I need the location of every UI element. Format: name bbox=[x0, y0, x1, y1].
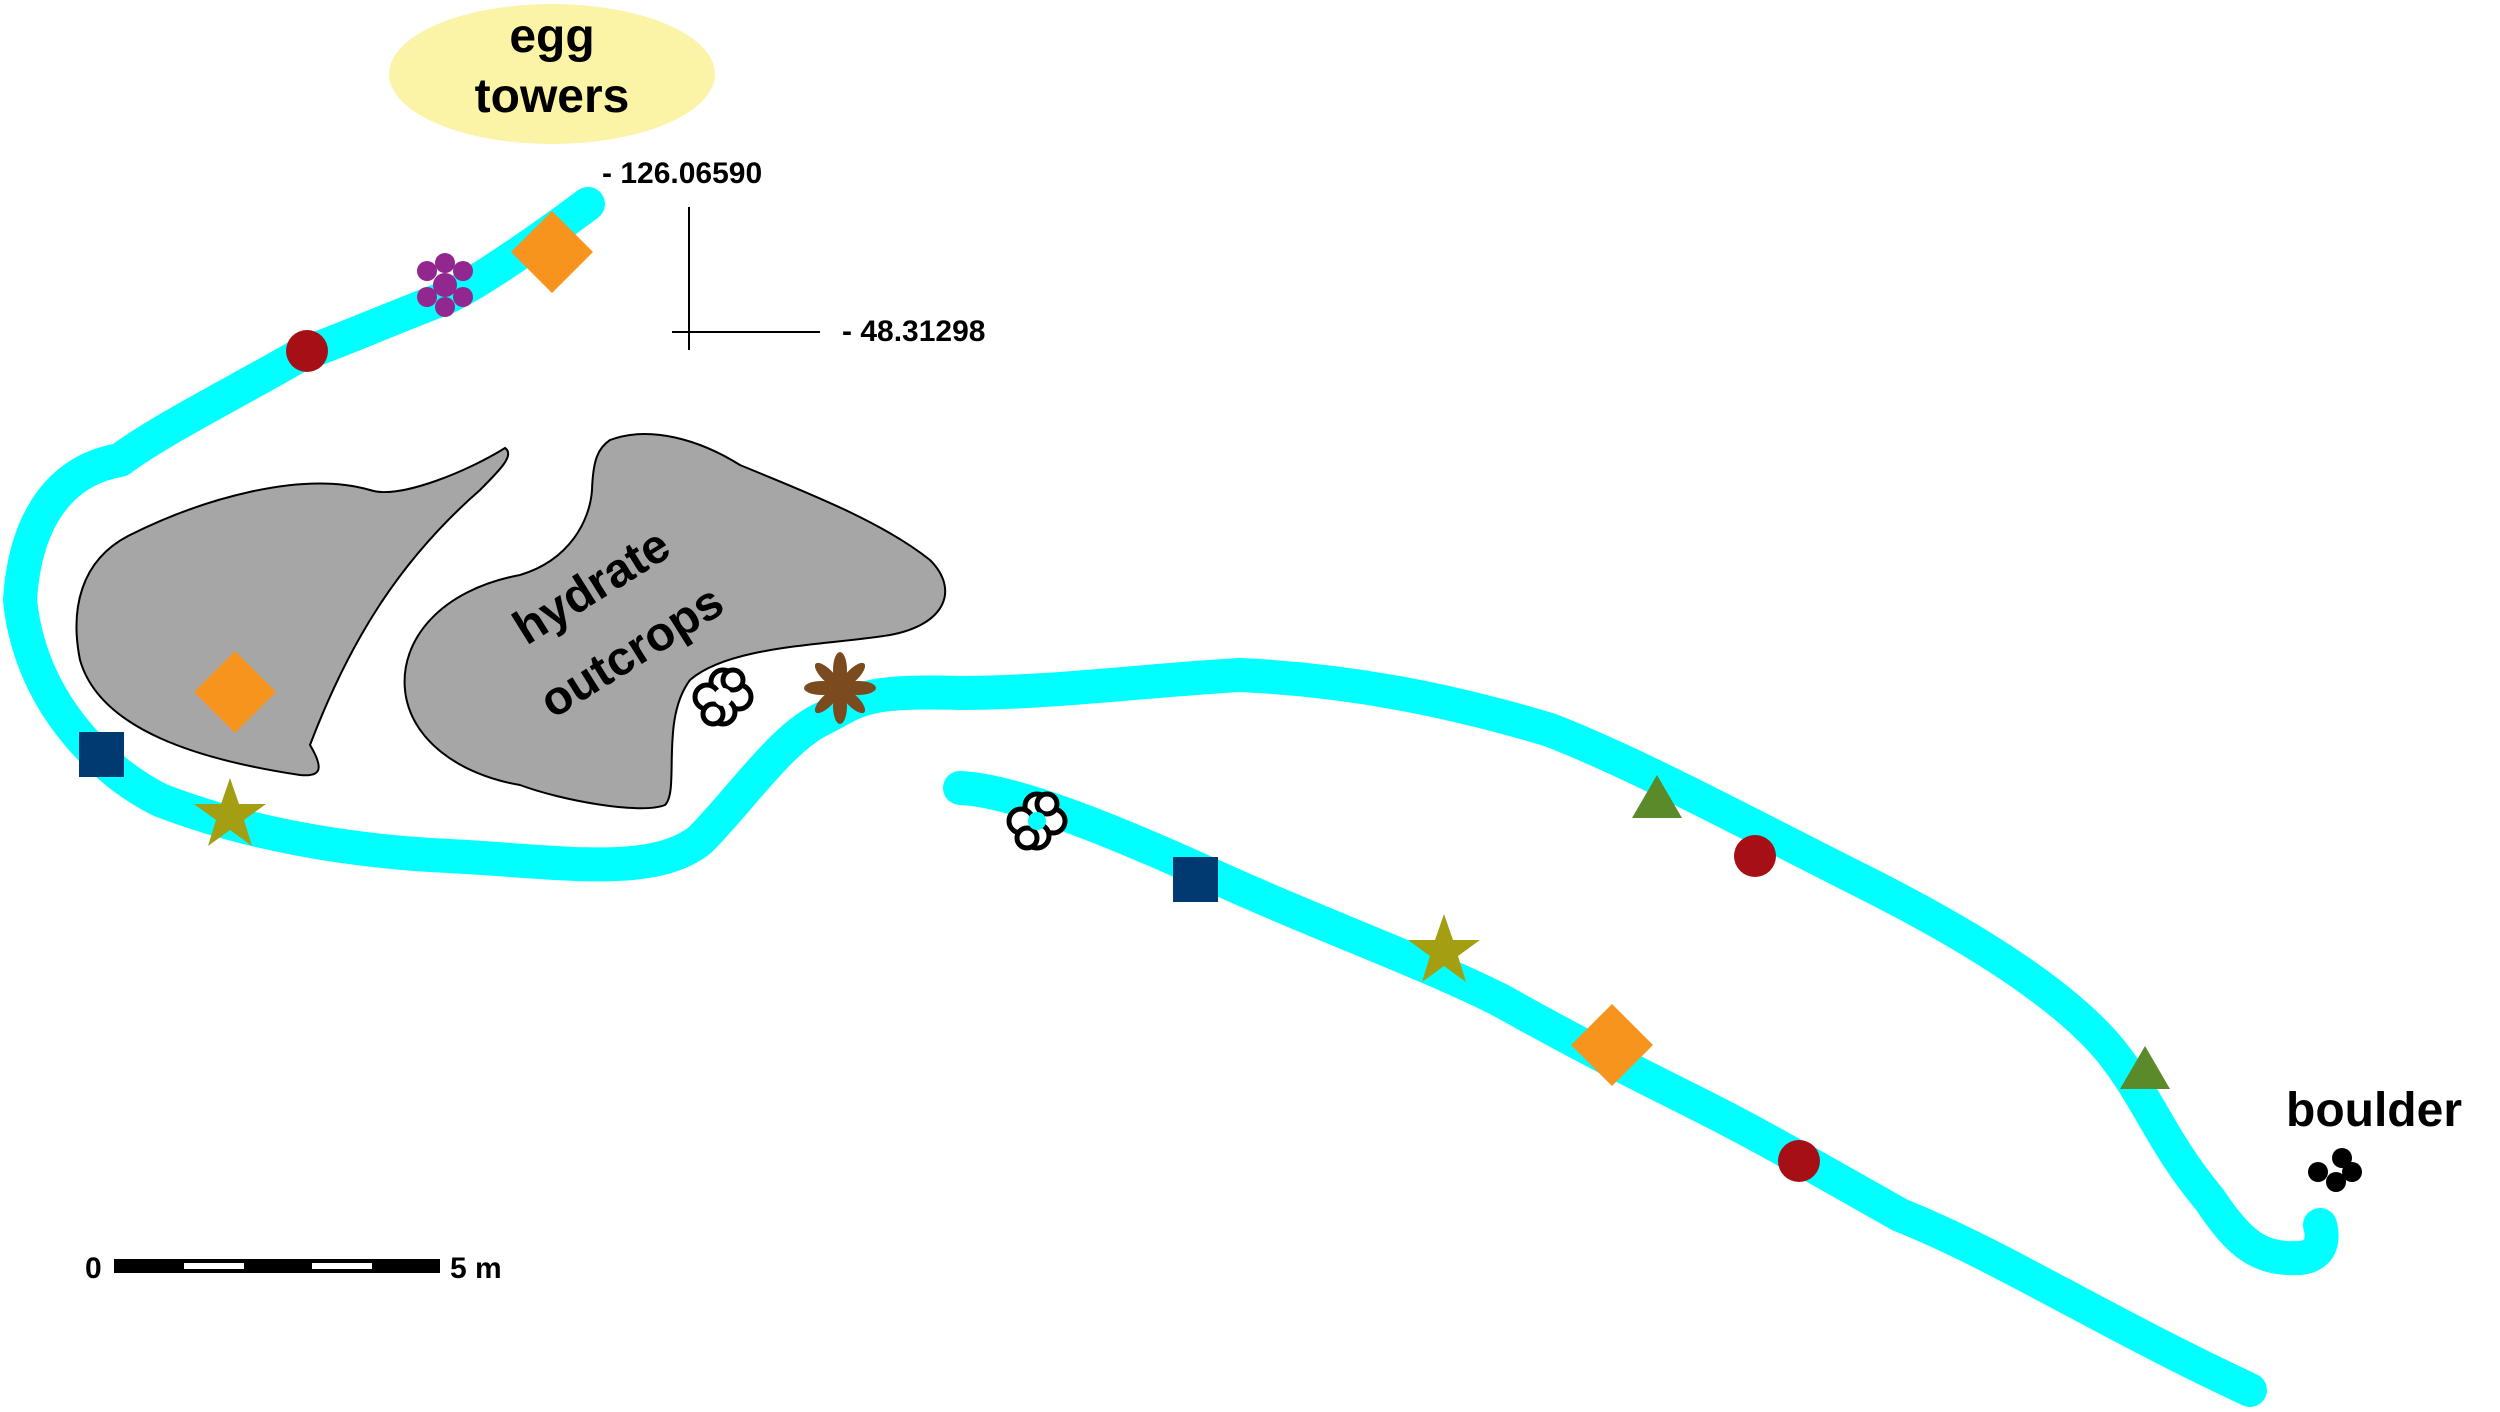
scale-bar-start-label: 0 bbox=[85, 1252, 102, 1285]
scale-bar-segment bbox=[312, 1263, 372, 1269]
egg-towers-label-line1: egg bbox=[509, 10, 594, 63]
dive-tracks bbox=[3, 187, 2339, 1407]
brown-asterisk-marker bbox=[804, 652, 876, 724]
longitude-label: - 126.06590 bbox=[602, 157, 762, 190]
olive-star-marker bbox=[194, 778, 266, 846]
purple-flower-marker bbox=[417, 253, 473, 317]
scale-bar-segment bbox=[184, 1263, 244, 1269]
open-flower-marker bbox=[1006, 791, 1068, 851]
track-lower bbox=[943, 771, 2267, 1407]
olive-star-marker bbox=[1408, 914, 1480, 982]
blue-square-marker bbox=[79, 732, 124, 777]
red-circle-marker bbox=[286, 330, 328, 372]
boulder-label: boulder bbox=[2286, 1084, 2462, 1137]
boulder-marker bbox=[2308, 1148, 2362, 1192]
track-upper bbox=[3, 187, 2339, 1276]
scale-bar: 0 5 m bbox=[85, 1252, 502, 1285]
blue-square-marker bbox=[1173, 857, 1218, 902]
coordinate-reference: - 126.06590 - 48.31298 bbox=[602, 157, 985, 350]
egg-towers-label-line2: towers bbox=[475, 70, 630, 123]
red-circle-marker bbox=[1778, 1140, 1820, 1182]
markers bbox=[79, 210, 2362, 1192]
egg-towers-ellipse bbox=[389, 4, 715, 144]
green-triangle-marker bbox=[2120, 1046, 2170, 1089]
outcrop-left bbox=[75, 446, 510, 777]
latitude-label: - 48.31298 bbox=[842, 315, 985, 348]
outcrop-right bbox=[403, 433, 947, 810]
scale-bar-end-label: 5 m bbox=[450, 1252, 502, 1285]
egg-towers-area: egg towers bbox=[389, 4, 715, 144]
red-circle-marker bbox=[1734, 835, 1776, 877]
open-flower-marker bbox=[692, 667, 754, 727]
scale-bar-frame bbox=[114, 1259, 440, 1273]
green-triangle-marker bbox=[1632, 775, 1682, 818]
orange-diamond-marker bbox=[1570, 1003, 1654, 1087]
